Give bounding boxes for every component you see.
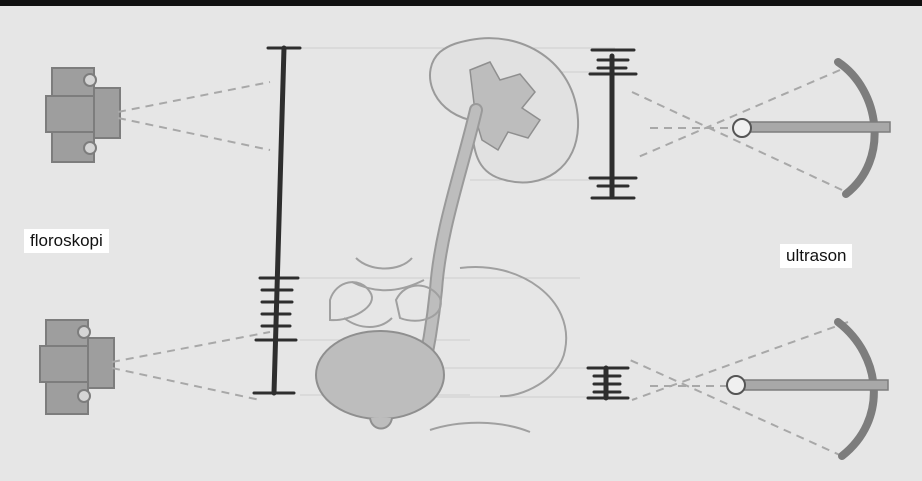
top-border	[0, 0, 922, 6]
fluoroscopy-beams	[112, 82, 270, 400]
bladder	[316, 331, 444, 429]
ultrasound-probe-bottom	[727, 322, 888, 456]
fluoroscopy-bar	[254, 48, 300, 393]
fluoroscopy-label: floroskopi	[24, 229, 109, 253]
kidney	[430, 38, 578, 182]
fluoroscopy-camera-top	[46, 68, 120, 162]
ultrasound-bar-bottom	[588, 368, 628, 398]
ultrasound-label: ultrason	[780, 244, 852, 268]
fluoroscopy-camera-bottom	[40, 320, 114, 414]
